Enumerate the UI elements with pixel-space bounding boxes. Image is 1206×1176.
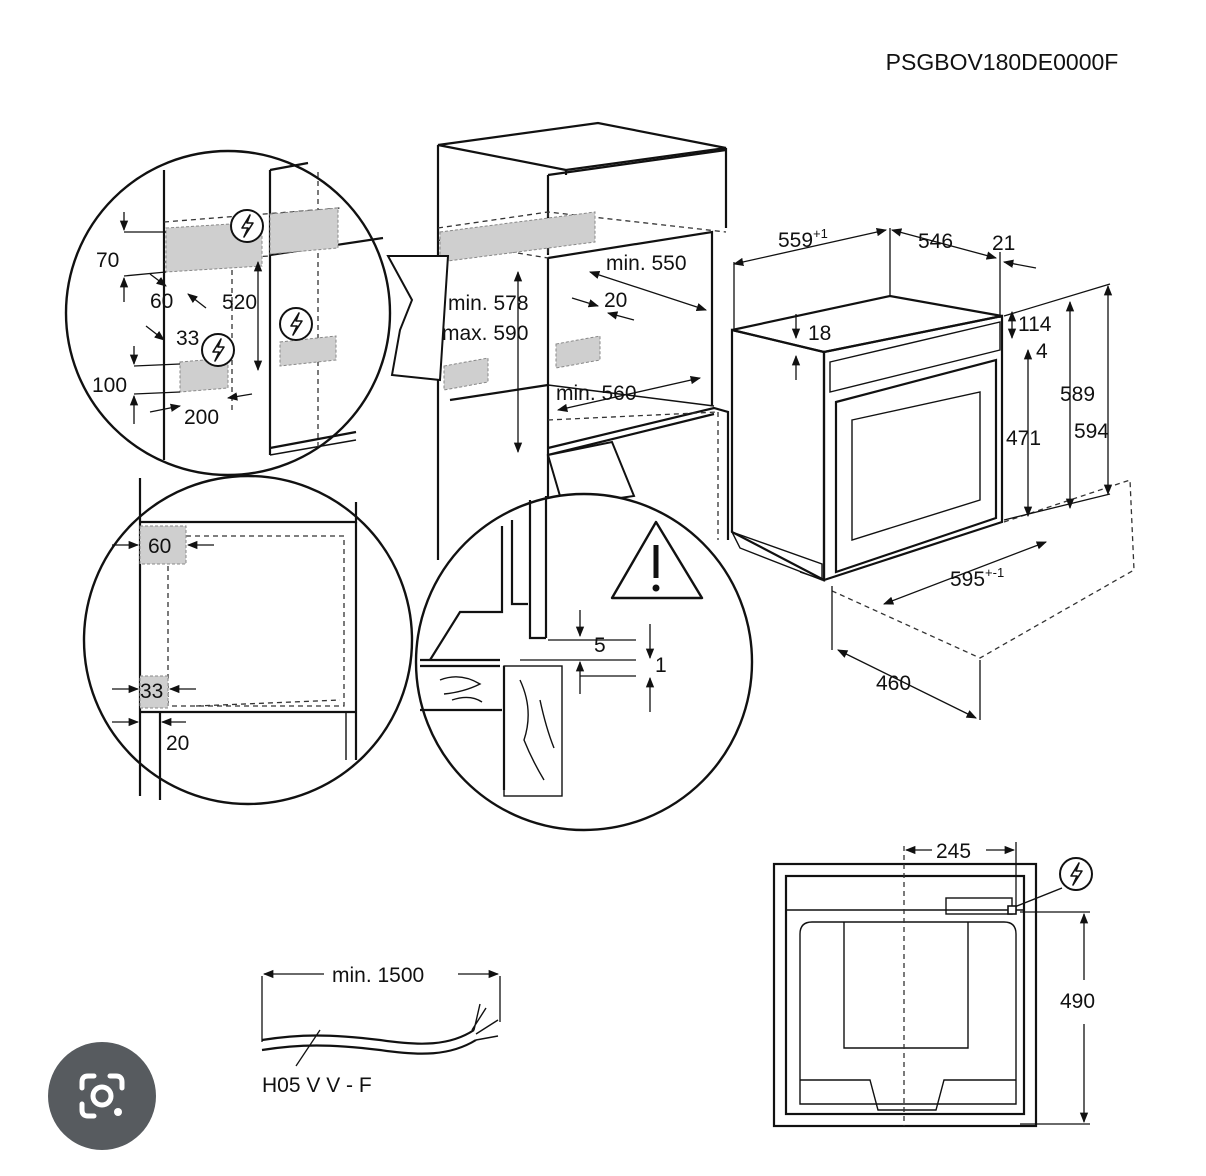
electric-hazard-icon (201, 333, 235, 367)
dim-min-550: min. 550 (606, 252, 687, 275)
dim-559: 559+1 (778, 226, 828, 252)
callout-wedge-bottom (546, 440, 636, 500)
dim-20-cabinet: 20 (604, 289, 627, 312)
cable-drawing (261, 969, 501, 1067)
cable-length-label: min. 1500 (332, 964, 424, 987)
dim-471: 471 (1006, 427, 1041, 450)
google-lens-icon[interactable] (48, 1042, 156, 1150)
model-code: PSGBOV180DE0000F (886, 49, 1119, 75)
oven-drawing (730, 227, 1135, 720)
electric-hazard-icon (1059, 857, 1093, 891)
dim-70: 70 (96, 249, 119, 272)
dim-594: 594 (1074, 420, 1109, 443)
dim-114: 114 (1018, 313, 1052, 336)
dim-60-top: 60 (150, 290, 173, 313)
dim-490: 490 (1060, 990, 1095, 1013)
dim-min-560: min. 560 (556, 382, 637, 405)
dim-100: 100 (92, 374, 127, 397)
cable-type-label: H05 V V - F (262, 1074, 372, 1097)
dim-520: 520 (222, 291, 257, 314)
dim-60-bottom: 60 (148, 535, 171, 558)
detail-circle-bottom-mid (414, 492, 754, 832)
dim-4: 4 (1036, 340, 1048, 363)
electric-hazard-icon (230, 209, 264, 243)
dim-33-bottom: 33 (140, 680, 163, 703)
dim-1: 1 (655, 654, 667, 677)
dim-200: 200 (184, 406, 219, 429)
warning-triangle-icon (610, 520, 704, 600)
dim-max-590: max. 590 (442, 322, 528, 345)
dim-460: 460 (876, 672, 911, 695)
dim-20-bottom: 20 (166, 732, 189, 755)
dim-21: 21 (992, 232, 1015, 255)
dim-546: 546 (918, 230, 953, 253)
dim-595: 595+-1 (950, 565, 1004, 591)
callout-wedge-top (386, 255, 450, 382)
electric-hazard-icon (279, 307, 313, 341)
detail-circle-bottom-left (82, 474, 414, 806)
dim-18: 18 (808, 322, 831, 345)
dim-5: 5 (594, 634, 606, 657)
dim-33-top: 33 (176, 327, 199, 350)
dim-min-578: min. 578 (448, 292, 529, 315)
back-view-drawing (772, 842, 1090, 1128)
lens-glyph (79, 1073, 125, 1119)
dim-245: 245 (936, 840, 971, 863)
dim-589: 589 (1060, 383, 1095, 406)
cabinet-drawing (436, 121, 730, 560)
